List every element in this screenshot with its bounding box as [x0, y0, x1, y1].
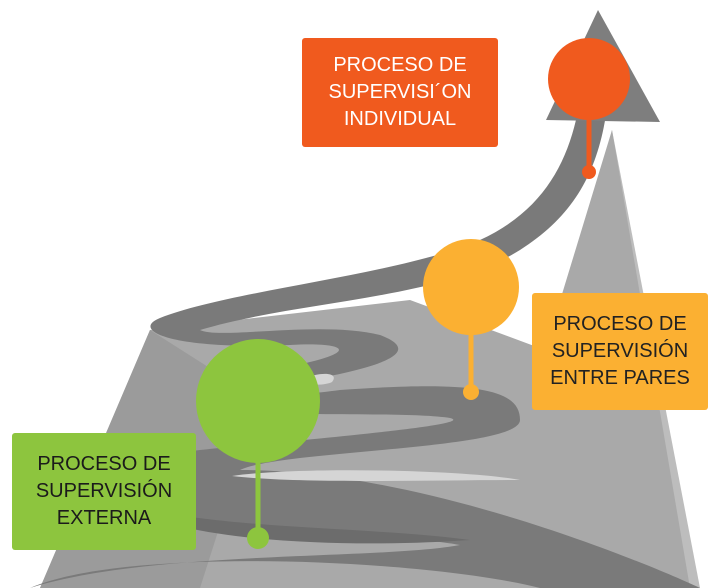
- stage-individual-line1: PROCESO DE: [333, 54, 467, 76]
- stage-externa-line2: SUPERVISIÓN: [35, 480, 173, 502]
- stage-pares-line1: PROCESO DE: [553, 313, 687, 335]
- stage-pares-line3: ENTRE PARES: [550, 367, 690, 389]
- road-curve-highlight: [232, 470, 520, 481]
- externa-marker-dot: [247, 527, 269, 549]
- externa-marker-circle: [196, 339, 320, 463]
- pares-marker-circle: [423, 239, 519, 335]
- stage-pares-label: PROCESO DE SUPERVISIÓN ENTRE PARES: [532, 293, 708, 410]
- stage-individual-label: PROCESO DE SUPERVISI´ON INDIVIDUAL: [302, 38, 498, 147]
- pares-marker-dot: [463, 384, 479, 400]
- stage-individual-line2: SUPERVISI´ON: [328, 81, 472, 103]
- stage-externa-label: PROCESO DE SUPERVISIÓN EXTERNA: [12, 433, 196, 550]
- individual-marker-circle: [548, 38, 630, 120]
- stage-individual-line3: INDIVIDUAL: [343, 108, 457, 130]
- stage-pares-line2: SUPERVISIÓN: [551, 340, 689, 362]
- stage-externa-line3: EXTERNA: [56, 507, 152, 529]
- winding-road: [30, 100, 700, 588]
- individual-marker-dot: [582, 165, 596, 179]
- stage-externa-line1: PROCESO DE: [37, 453, 171, 475]
